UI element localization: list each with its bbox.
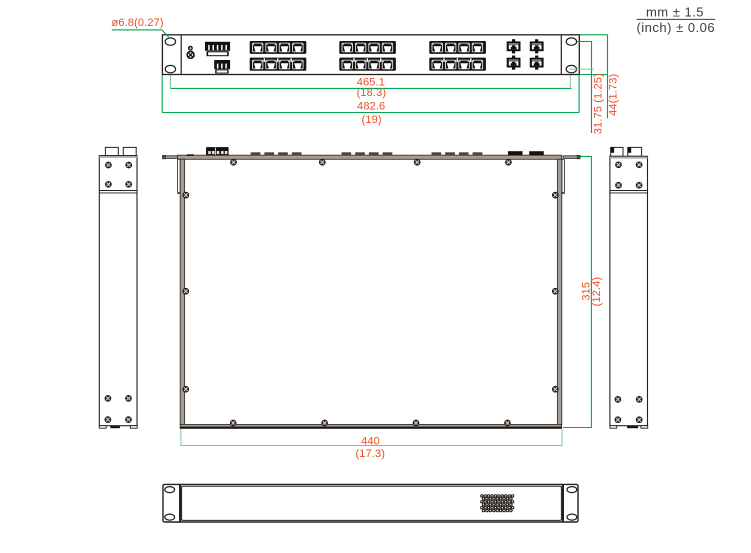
- svg-text:465.1: 465.1: [357, 76, 385, 88]
- svg-text:(19): (19): [362, 114, 382, 126]
- svg-text:(18.3): (18.3): [357, 87, 387, 99]
- svg-text:ø6.8(0.27): ø6.8(0.27): [111, 17, 163, 29]
- svg-text:(inch) ± 0.06: (inch) ± 0.06: [636, 20, 715, 35]
- svg-text:(12.4): (12.4): [591, 277, 603, 307]
- svg-text:31.75 (1.25): 31.75 (1.25): [593, 73, 605, 134]
- svg-text:315: 315: [581, 282, 593, 301]
- svg-text:mm ± 1.5: mm ± 1.5: [646, 4, 704, 19]
- svg-text:44(1.73): 44(1.73): [607, 74, 619, 116]
- svg-text:(17.3): (17.3): [355, 448, 385, 460]
- svg-text:440: 440: [361, 436, 380, 448]
- svg-text:482.6: 482.6: [357, 101, 385, 113]
